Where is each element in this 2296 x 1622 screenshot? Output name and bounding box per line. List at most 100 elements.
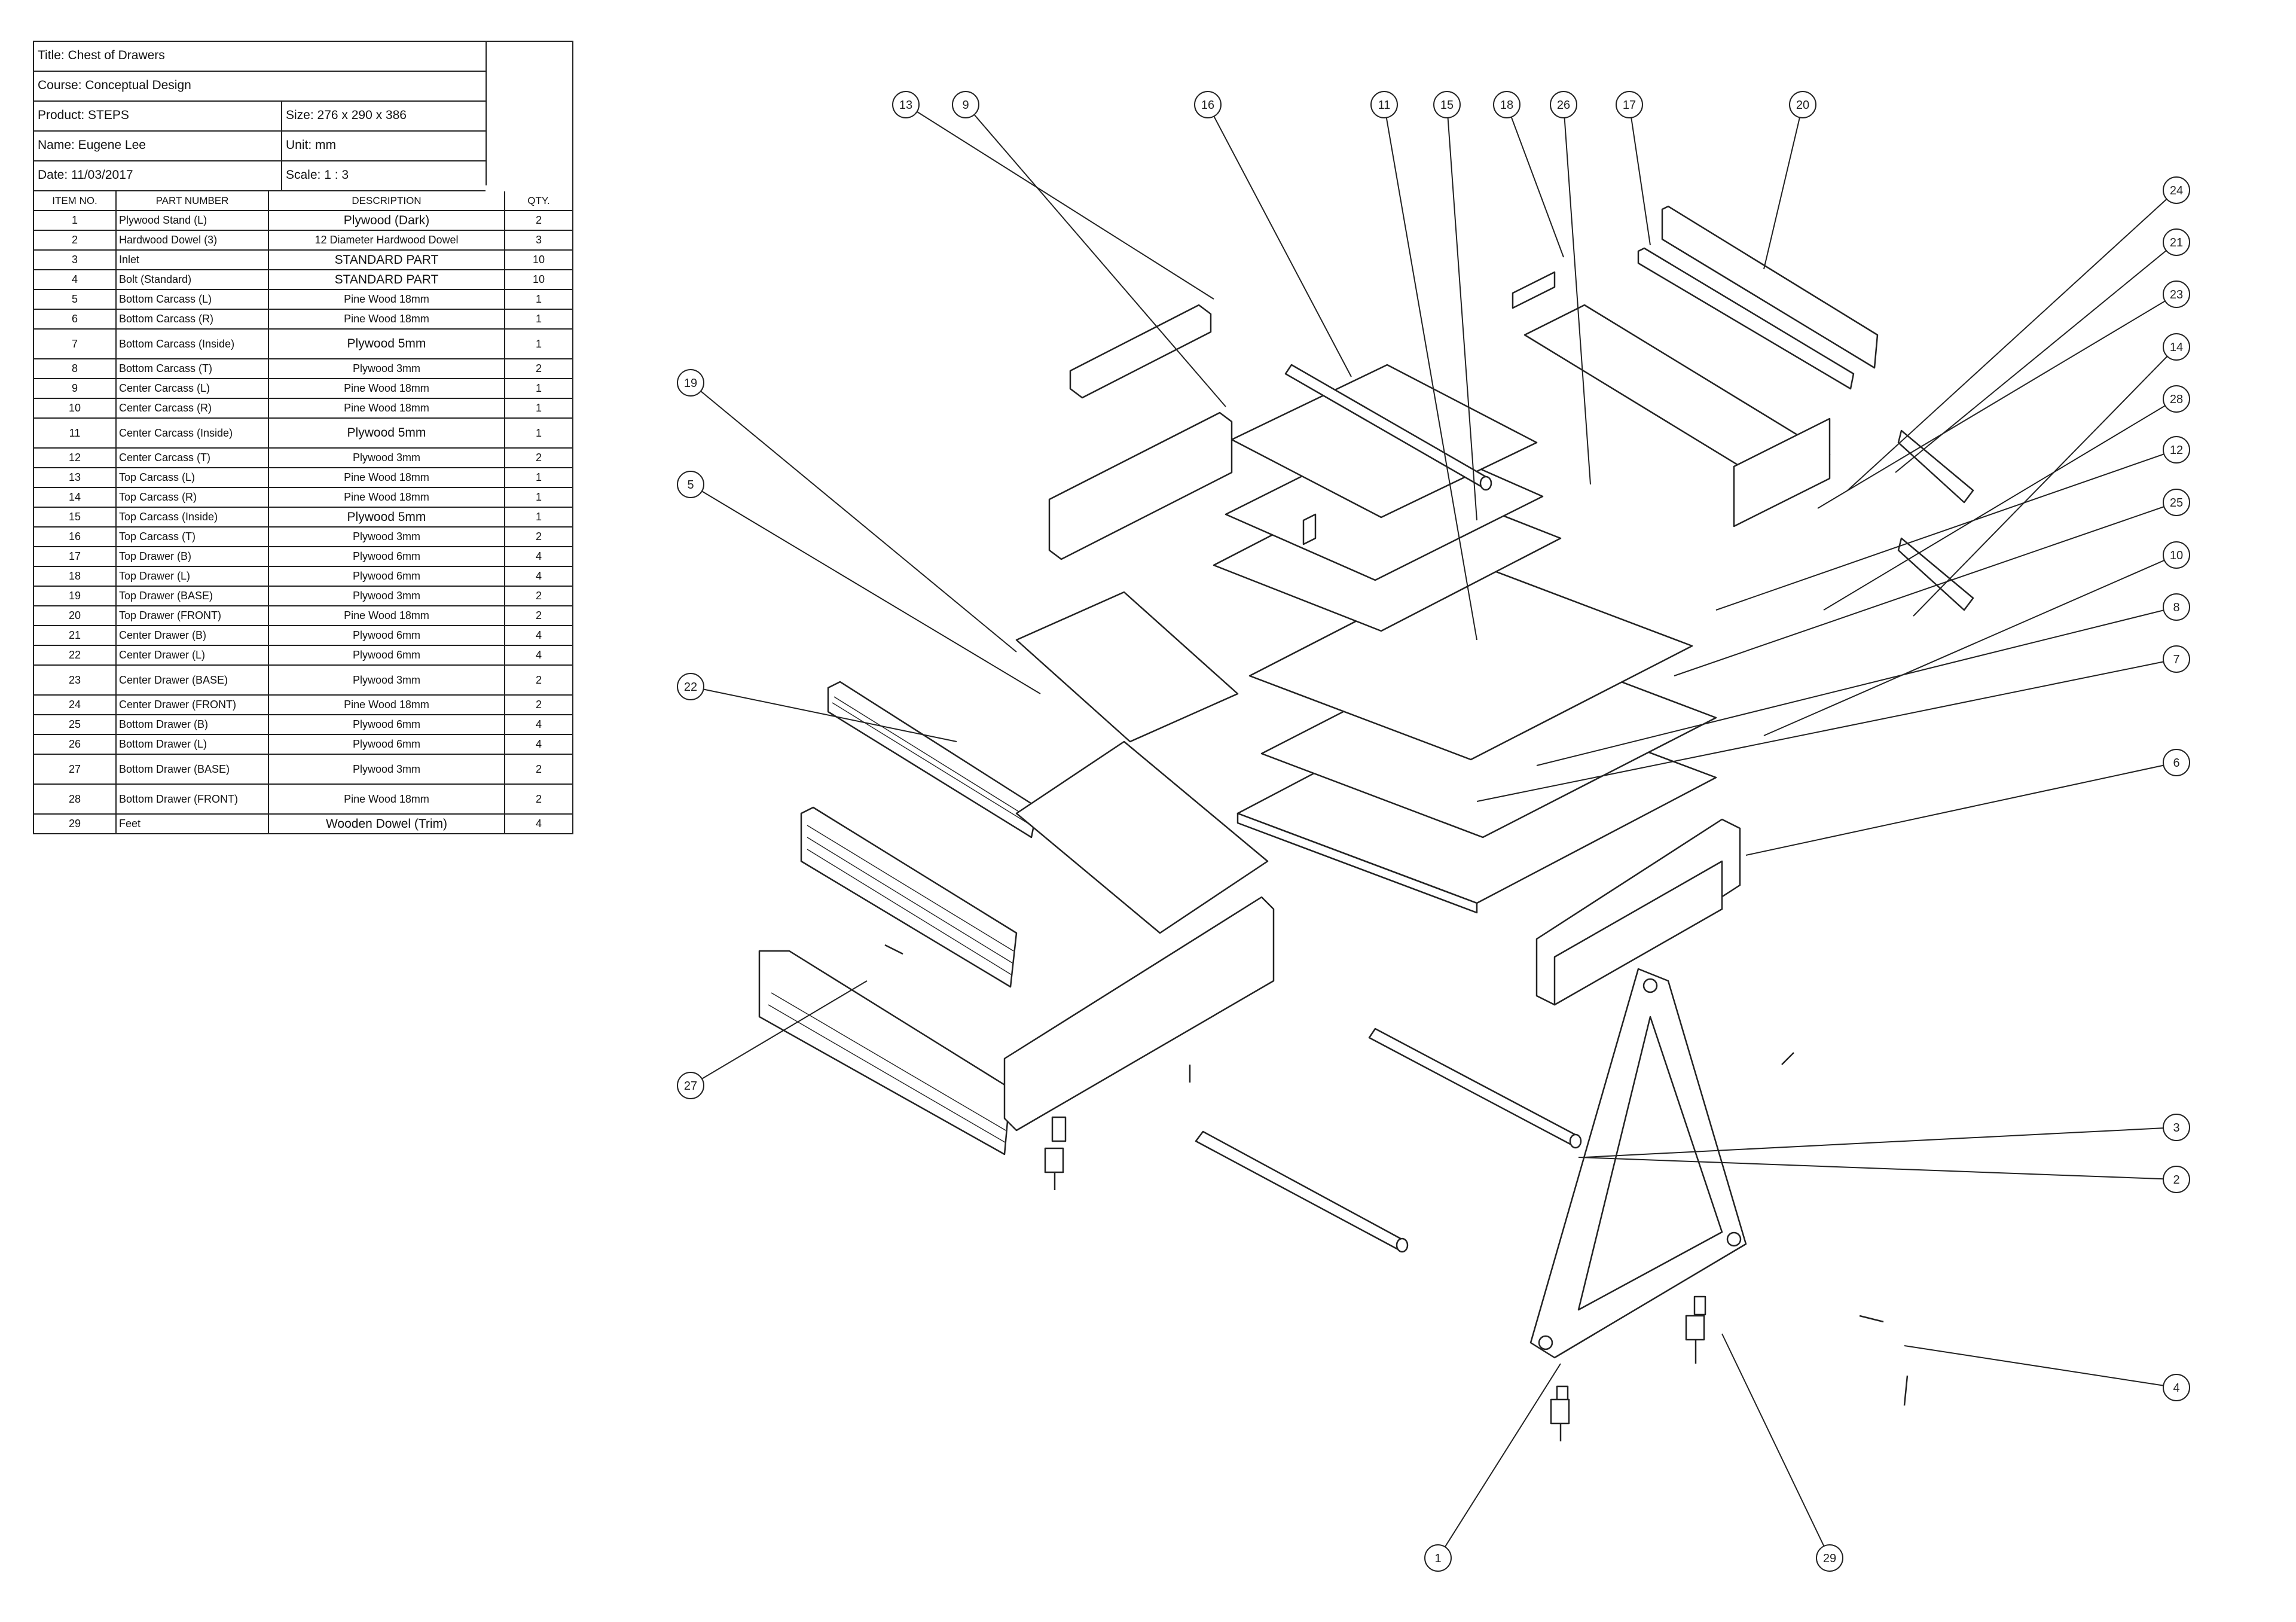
bolt [1859, 1315, 1884, 1323]
bom-cell-item: 1 [34, 211, 117, 230]
leader-line-19 [690, 382, 1017, 653]
course-field: Course: Conceptual Design [38, 78, 191, 92]
bom-cell-item: 3 [34, 251, 117, 269]
balloon-label: 24 [2170, 184, 2183, 197]
balloon-label: 10 [2170, 549, 2183, 562]
bom-cell-desc: Pine Wood 18mm [269, 310, 505, 328]
balloon-circle [2163, 749, 2190, 776]
bom-cell-desc: Plywood 6mm [269, 646, 505, 664]
bottom-carcass-right-panel [1553, 860, 1723, 1006]
bom-cell-item: 24 [34, 696, 117, 714]
balloon-6: 6 [2163, 749, 2190, 776]
bom-cell-part: Top Carcass (T) [117, 528, 269, 546]
center-drawer-front [1897, 429, 1974, 504]
bolt [1903, 1375, 1909, 1406]
balloon-9: 9 [952, 91, 979, 118]
leader-line-22 [690, 686, 957, 742]
bom-cell-item: 28 [34, 785, 117, 813]
unit-field: Unit: mm [286, 138, 336, 152]
leader-line-21 [1895, 242, 2177, 473]
bom-cell-desc: STANDARD PART [269, 251, 505, 269]
balloon-28: 28 [2163, 385, 2190, 413]
leader-line-16 [1207, 104, 1352, 377]
balloon-24: 24 [2163, 176, 2190, 204]
bom-cell-item: 12 [34, 449, 117, 467]
balloon-circle [2163, 1166, 2190, 1193]
balloon-circle [2163, 281, 2190, 308]
bom-cell-desc: Pine Wood 18mm [269, 399, 505, 417]
balloon-25: 25 [2163, 489, 2190, 516]
bom-cell-qty: 4 [535, 738, 542, 750]
balloon-label: 15 [1440, 99, 1454, 112]
balloon-circle [677, 471, 704, 498]
leader-line-1 [1437, 1363, 1561, 1559]
leader-line-11 [1384, 104, 1477, 641]
balloon-21: 21 [2163, 228, 2190, 256]
bom-cell-part: Bottom Drawer (BASE) [117, 755, 269, 783]
balloon-label: 26 [1557, 99, 1570, 112]
bom-cell-part: Top Drawer (L) [117, 567, 269, 586]
balloon-20: 20 [1789, 91, 1816, 118]
bom-header: ITEM NO. PART NUMBER DESCRIPTION QTY. [34, 191, 572, 211]
center-carcass-left [1048, 411, 1233, 560]
bom-cell-qty: 2 [535, 590, 542, 602]
bom-cell-part: Top Carcass (R) [117, 488, 269, 507]
bom-cell-desc: Plywood 3mm [269, 587, 505, 605]
bom-cell-qty: 2 [535, 792, 542, 805]
bom-cell-item: 15 [34, 508, 117, 526]
bom-cell-qty: 2 [535, 763, 542, 775]
date-field: Date: 11/03/2017 [34, 161, 282, 190]
leader-line-18 [1506, 104, 1564, 258]
bom-cell-item: 14 [34, 488, 117, 507]
top-drawer-base [1015, 591, 1239, 743]
balloon-circle [677, 369, 704, 397]
drawer-front-ribs [768, 696, 1034, 1143]
leader-line-2 [1578, 1157, 2177, 1180]
bom-cell-qty: 1 [535, 337, 542, 350]
balloon-16: 16 [1194, 91, 1222, 118]
balloon-circle [2163, 436, 2190, 464]
balloon-label: 23 [2170, 288, 2183, 301]
bom-cell-part: Top Carcass (L) [117, 468, 269, 487]
title-block-blank-panel [486, 42, 573, 185]
balloon-circle [1433, 91, 1461, 118]
balloon-circle [2163, 1374, 2190, 1401]
bom-cell-part: Center Drawer (BASE) [117, 666, 269, 694]
balloon-circle [2163, 385, 2190, 413]
bottom-carcass-plate-edge [1236, 812, 1478, 914]
bom-header-qty: QTY. [527, 194, 550, 206]
bom-cell-item: 9 [34, 379, 117, 398]
balloon-3: 3 [2163, 1114, 2190, 1141]
balloon-circle [2163, 489, 2190, 516]
balloon-circle [952, 91, 979, 118]
center-drawer-right-side [1733, 417, 1831, 528]
balloon-11: 11 [1370, 91, 1398, 118]
bom-cell-qty: 1 [535, 402, 542, 414]
right-drawer-parts [1512, 205, 1974, 1006]
bom-cell-item: 8 [34, 359, 117, 378]
bom-cell-desc: Plywood 6mm [269, 626, 505, 645]
bom-cell-item: 20 [34, 606, 117, 625]
bom-cell-item: 26 [34, 735, 117, 754]
balloon-17: 17 [1616, 91, 1643, 118]
bom-cell-qty: 4 [535, 649, 542, 661]
leader-line-13 [905, 104, 1214, 300]
leader-line-5 [690, 484, 1041, 694]
bom-cell-desc: Plywood 6mm [269, 567, 505, 586]
bom-cell-item: 6 [34, 310, 117, 328]
plywood-stand [1529, 968, 1747, 1359]
balloon-label: 5 [687, 478, 694, 492]
leader-line-4 [1904, 1345, 2177, 1388]
bom-cell-desc: Plywood 3mm [269, 528, 505, 546]
leader-line-15 [1446, 104, 1477, 521]
leader-line-14 [1913, 346, 2177, 617]
